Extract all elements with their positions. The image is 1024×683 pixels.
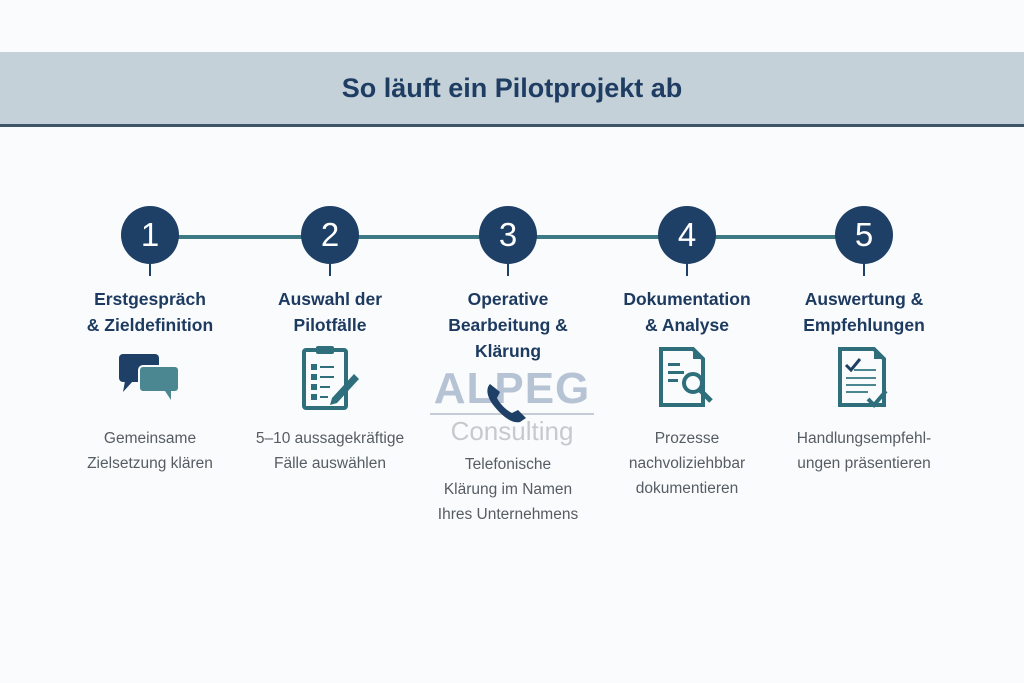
step-tick (507, 264, 509, 276)
connector-line (715, 235, 836, 239)
step-1: 1 Erstgespräch& Zieldefinition Gemeinsam… (55, 206, 245, 476)
step-title: Dokumentation& Analyse (623, 289, 751, 335)
connector-line (358, 235, 480, 239)
clipboard-checklist-icon (235, 342, 425, 412)
step-tick (329, 264, 331, 276)
step-tick (686, 264, 688, 276)
connector-line (536, 235, 659, 239)
step-number: 5 (835, 206, 893, 264)
step-tick (149, 264, 151, 276)
phone-icon (484, 380, 530, 431)
step-title: Auswertung &Empfehlungen (803, 289, 925, 335)
document-check-icon (769, 342, 959, 412)
header-banner: So läuft ein Pilotprojekt ab (0, 52, 1024, 127)
step-number: 4 (658, 206, 716, 264)
document-search-icon (592, 342, 782, 412)
connector-line (178, 235, 302, 239)
step-number: 2 (301, 206, 359, 264)
step-number: 3 (479, 206, 537, 264)
step-tick (863, 264, 865, 276)
step-title: Erstgespräch& Zieldefinition (86, 289, 214, 335)
chat-bubbles-icon (55, 342, 245, 412)
step-number: 1 (121, 206, 179, 264)
step-description: Handlungsempfehl-ungen präsentieren (796, 430, 932, 472)
page-title: So läuft ein Pilotprojekt ab (341, 72, 683, 103)
step-5: 5 Auswertung &Empfehlungen Handlungsempf… (769, 206, 959, 476)
